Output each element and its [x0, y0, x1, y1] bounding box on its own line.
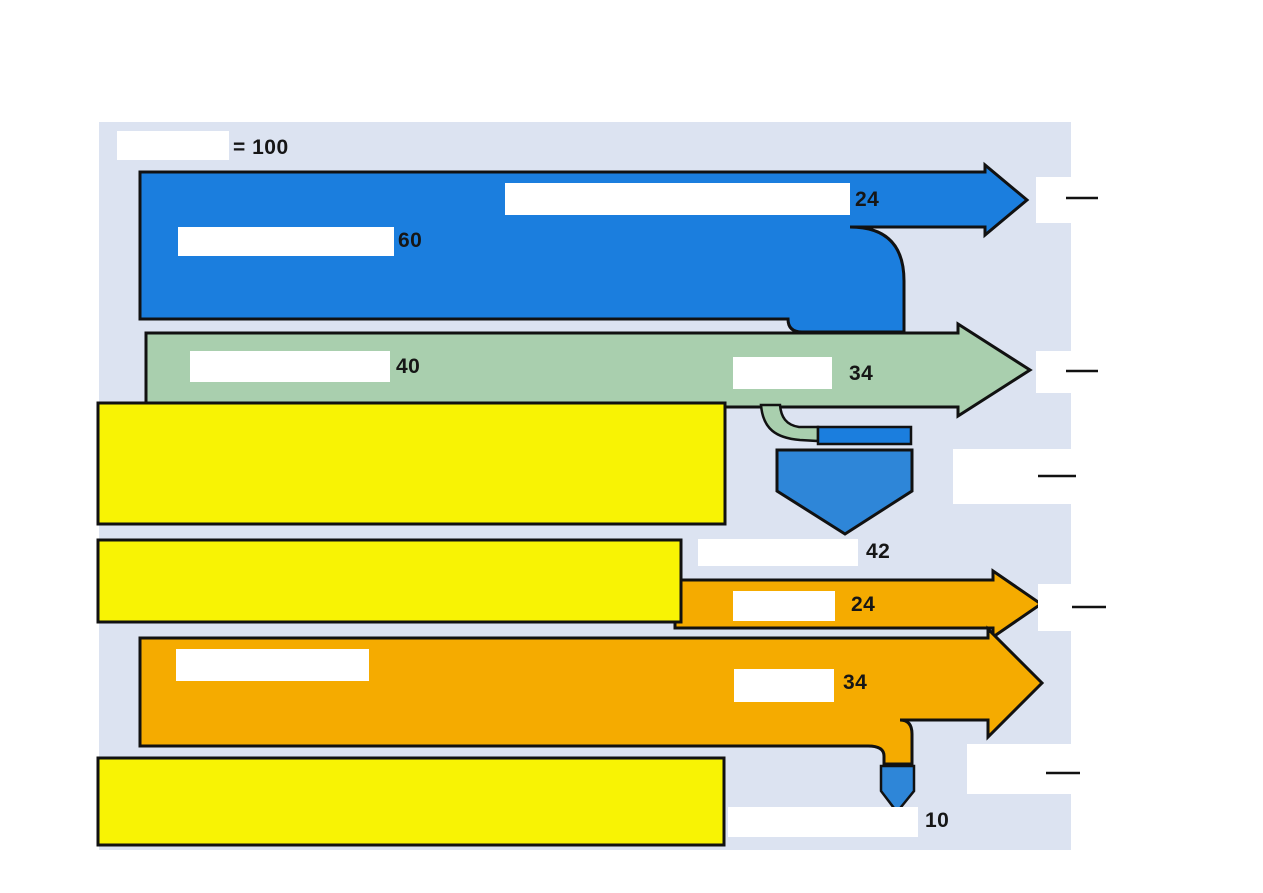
yellow-box-1 — [96, 401, 727, 526]
yellow-box-2 — [96, 538, 683, 624]
orange-band-name-box — [176, 649, 369, 681]
value-total: = 100 — [233, 136, 289, 159]
value-merged-loss: 42 — [866, 540, 891, 563]
value-blue-band: 60 — [398, 229, 423, 252]
blue-out-label-box — [505, 183, 850, 215]
value-orange-out: 24 — [851, 593, 876, 616]
green-out-label-box — [733, 357, 832, 389]
orange-band-value-box — [734, 669, 834, 702]
merged-loss-arrow — [775, 448, 914, 536]
value-orange-band: 34 — [843, 671, 868, 694]
right-label-box-1 — [1036, 177, 1106, 223]
value-green-out: 34 — [849, 362, 874, 385]
orange-loss-arrow — [879, 764, 916, 815]
blue-band-label-box — [178, 227, 394, 256]
value-green-in: 40 — [396, 355, 421, 378]
orange-loss-label-box — [728, 807, 918, 837]
merged-loss-label-box — [698, 539, 858, 566]
green-in-label-box — [190, 351, 390, 382]
legend-label-box — [117, 131, 229, 160]
blue-loss-strip — [816, 425, 913, 446]
yellow-box-3 — [96, 756, 726, 847]
right-label-box-5 — [967, 744, 1078, 794]
value-blue-out: 24 — [855, 188, 880, 211]
orange-out-label-box — [733, 591, 835, 621]
value-orange-loss: 10 — [925, 809, 950, 832]
